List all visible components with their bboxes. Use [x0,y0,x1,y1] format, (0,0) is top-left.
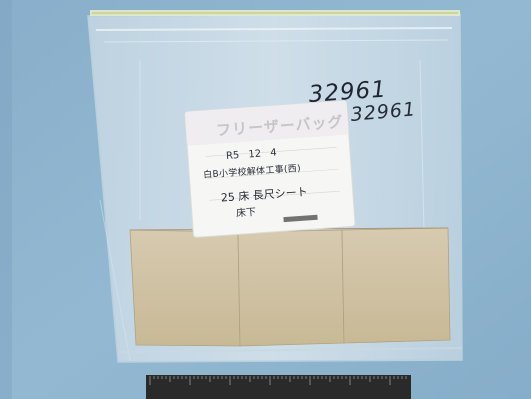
ziplock-seal-icon [90,10,460,16]
sample-tile-right [341,227,451,344]
label-date: R5 12 4 [225,147,278,163]
label-card-shape [184,100,356,238]
label-site: 白B小学校解体工事(西) [202,163,302,181]
sample-tile-left [129,229,241,347]
sample-tile-middle [237,229,345,347]
label-location: 床下 [235,207,257,220]
sample-tiles [129,227,451,347]
bag-label: フリーザーバッグ R5 12 4 白B小学校解体工事(西) 25 床 長尺シート… [185,101,355,238]
label-title: フリーザーバッグ [215,112,345,140]
ruler-icon [146,375,411,399]
label-material: 25 床 長尺シート [220,185,309,205]
